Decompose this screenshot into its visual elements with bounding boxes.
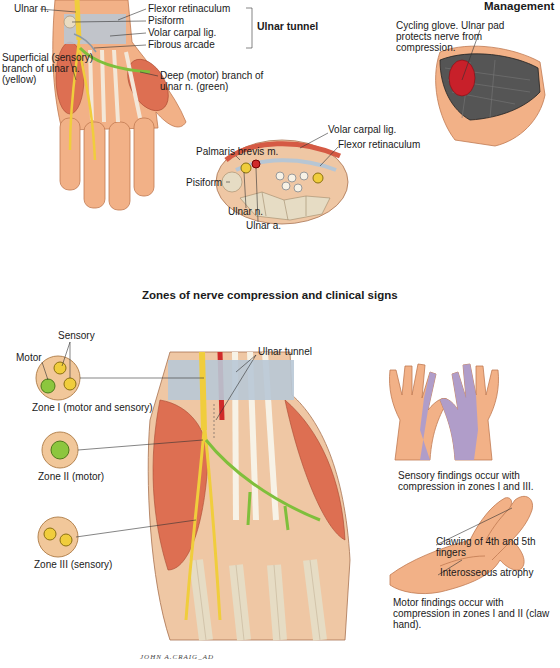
leader-line-part	[78, 440, 203, 450]
leader-line-part	[226, 182, 230, 183]
sensory-hands	[389, 364, 498, 460]
hand-dissection-part	[134, 118, 154, 196]
wrist-dissection-part	[202, 352, 204, 430]
leader-line-part	[246, 8, 252, 48]
zone-label: Zone I (motor and sensory)	[32, 402, 153, 413]
cross-section-part	[252, 160, 260, 168]
zone-circle-part	[44, 528, 56, 540]
cross-section-part	[282, 182, 290, 190]
part-name: Volar carpal lig.	[328, 124, 396, 135]
zone-label: Zone II (motor)	[38, 471, 104, 482]
part-name: Volar carpal lig.	[148, 27, 216, 38]
part-name: Deep (motor) branch of ulnar n. (green)	[160, 70, 278, 92]
part-name: Fibrous arcade	[148, 39, 215, 50]
leader-line-part	[244, 172, 246, 208]
leader-line-part	[110, 33, 146, 36]
sensory-hands-part	[440, 364, 499, 460]
leader-line-part	[72, 21, 146, 22]
zone-circle-part	[36, 356, 80, 400]
cross-section-part	[262, 192, 306, 220]
cross-section-part	[294, 184, 302, 192]
zone-circle-part	[42, 432, 78, 468]
leader-line-part	[62, 342, 70, 378]
leader-line	[42, 342, 256, 537]
part-name: Pisiform	[186, 177, 222, 188]
cross-section-part	[222, 172, 242, 192]
sensory-hands-part	[420, 372, 436, 460]
cycling-glove-part	[445, 60, 530, 118]
note: Clawing of 4th and 5th fingers	[436, 536, 548, 558]
part-name: Pisiform	[148, 15, 184, 26]
part-name: Flexor retinaculum	[338, 139, 420, 150]
part-name: Palmaris brevis m.	[196, 146, 278, 157]
wrist-dissection-part	[168, 360, 294, 400]
leader-line-part	[300, 133, 328, 148]
wrist-dissection-part	[186, 430, 220, 620]
part-name: Superficial (sensory) branch of ulnar n.…	[2, 52, 106, 85]
part-name: Ulnar n.	[14, 3, 49, 14]
wrist-dissection-part	[196, 560, 320, 640]
signature: JOHN A.CRAIG_AD	[140, 652, 214, 663]
sensory-hands-part	[389, 364, 448, 460]
leader-line-part	[42, 362, 48, 380]
leader-line-part	[80, 378, 204, 379]
part-name: Ulnar tunnel	[258, 346, 312, 357]
wrist-dissection-part	[206, 440, 320, 530]
leader-line-part	[94, 45, 146, 48]
part-name: Flexor retinaculum	[148, 3, 230, 14]
hand-dissection-part	[64, 14, 126, 44]
cross-section-part	[241, 163, 251, 173]
zone-label: Zone III (sensory)	[34, 559, 112, 570]
leader-line-part	[140, 72, 158, 76]
note: Cycling glove. Ulnar pad protects nerve …	[396, 20, 536, 53]
section-heading: Zones of nerve compression and clinical …	[142, 289, 398, 302]
zone-circle	[36, 356, 80, 557]
zone-circle-part	[64, 378, 76, 390]
note: Motor findings occur with compression in…	[393, 597, 553, 630]
section-heading: Management	[484, 0, 554, 13]
cross-section-part	[276, 172, 284, 180]
leader-line-part	[76, 520, 196, 537]
cross-section-part	[313, 173, 323, 183]
sensory-hands-part	[440, 364, 478, 460]
zone-circle-part	[51, 441, 69, 459]
zone-circle-part	[60, 534, 72, 546]
zone-circle-part	[38, 517, 78, 557]
wrist-dissection-part	[214, 404, 215, 440]
note: Sensory findings occur with compression …	[398, 470, 548, 492]
note: Interosseous atrophy	[440, 567, 533, 578]
claw-hand-part	[470, 498, 512, 540]
cross-section-part	[300, 172, 308, 180]
zone-circle-part	[54, 362, 66, 374]
leader-line-part	[216, 355, 256, 420]
wrist-dissection-part	[196, 560, 320, 640]
cycling-glove-part	[449, 60, 475, 96]
cross-section-part	[288, 174, 296, 182]
bracket-label: Ulnar tunnel	[257, 21, 318, 32]
zone-label: Sensory	[58, 330, 95, 341]
part-name: Ulnar a.	[246, 220, 281, 231]
hand-dissection-part	[74, 34, 96, 52]
leader-line-part	[320, 147, 338, 166]
hand-dissection-part	[77, 0, 79, 40]
wrist-dissection-part	[148, 352, 350, 640]
zone-circle-part	[41, 379, 55, 393]
hand-dissection-part	[109, 122, 130, 210]
part-name: Ulnar n.	[228, 206, 263, 217]
zone-label: Motor	[16, 352, 42, 363]
leader-line-part	[118, 9, 146, 20]
cycling-glove-part	[436, 46, 545, 146]
wrist-dissection	[148, 352, 350, 640]
cycling-glove-part	[440, 54, 540, 120]
